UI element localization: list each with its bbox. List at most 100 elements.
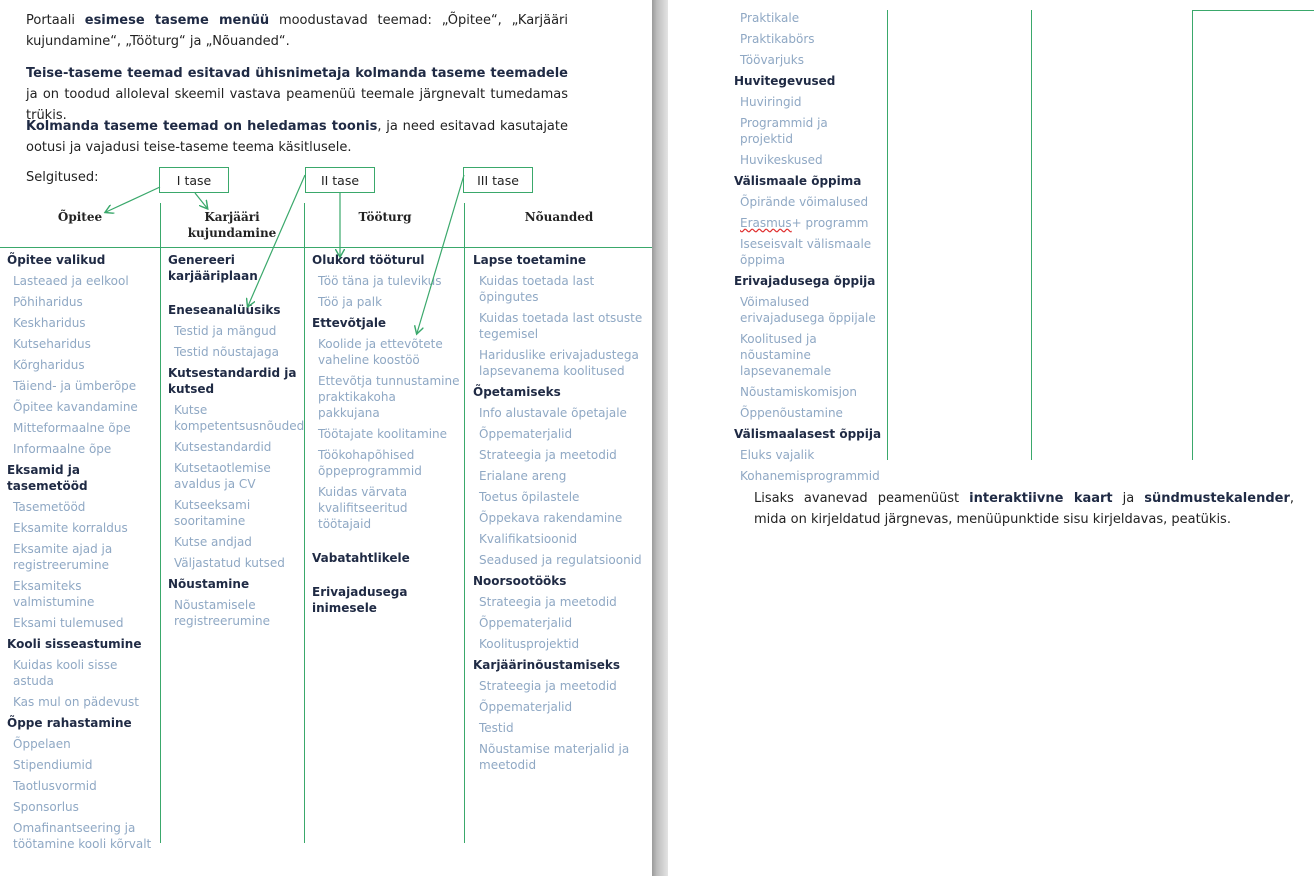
tier3-topic: Erialane areng [479, 469, 567, 483]
tier3-topic: Nõustamise materjalid ja meetodid [479, 742, 630, 772]
tier3-topic: Praktikabörs [740, 32, 815, 46]
text-span: ja on toodud alloleval skeemil vastava p… [26, 87, 568, 123]
tier3-topic: Kas mul on pädevust [13, 695, 139, 709]
tier3-topic: Õppematerjalid [479, 616, 573, 630]
tier3-topic: Võimalused erivajadusega õppijale [740, 295, 876, 325]
text-span: Lisaks avanevad peamenüüst [754, 491, 970, 506]
tier3-topic: Eluks vajalik [740, 448, 815, 462]
tier3-topic: Töötajate koolitamine [318, 427, 448, 441]
tier3-topic: Kuidas kooli sisse astuda [13, 658, 118, 688]
tier2-topic: Erivajadusega õppija [734, 274, 876, 288]
tier3-topic: Kuidas värvata kvalifitseeritud töötajai… [318, 485, 408, 531]
tier3-topic: Kutseharidus [13, 337, 91, 351]
tier3-topic: Erasmus+ programm [740, 216, 869, 230]
tier3-topic: Testid nõustajaga [174, 345, 279, 359]
legend-box-level-1: I tase [159, 167, 229, 193]
tier3-topic: Mitteformaalne õpe [13, 421, 131, 435]
legend-box-level-2: II tase [305, 167, 375, 193]
tier3-topic: Omafinantseering ja töötamine kooli kõrv… [13, 821, 152, 851]
tier3-topic: Lasteaed ja eelkool [13, 274, 129, 288]
tier2-topic: Kooli sisseastumine [7, 637, 142, 651]
table-top-border [1192, 10, 1314, 11]
tier2-topic: Ettevõtjale [312, 316, 387, 330]
column-header-karjaar: Karjääri kujundamine [187, 210, 277, 240]
header-divider [0, 247, 652, 248]
tier3-topic: Kõrgharidus [13, 358, 85, 372]
tier3-topic: Seadused ja regulatsioonid [479, 553, 642, 567]
intro-paragraph-2: Teise-taseme teemad esitavad ühisnimetaj… [26, 63, 568, 126]
tier3-topic: Nõustamisele registreerumine [174, 598, 270, 628]
tier3-topic: Keskharidus [13, 316, 86, 330]
column-header-nouanded: Nõuanded [524, 210, 594, 224]
tier3-topic: Eksamite korraldus [13, 521, 128, 535]
bold-span: sündmustekalender [1144, 491, 1290, 506]
tier3-topic: Taotlusvormid [13, 779, 97, 793]
intro-paragraph-3: Kolmanda taseme teemad on heledamas toon… [26, 116, 568, 158]
text-span: ja [1112, 491, 1145, 506]
legend-label: Selgitused: [26, 170, 99, 185]
column-header-tooturg: Tööturg [358, 210, 412, 224]
tier3-topic: Strateegia ja meetodid [479, 448, 617, 462]
tier3-topic: Kutse kompetentsusnõuded [174, 403, 305, 433]
tier2-topic: Kutsestandardid ja kutsed [168, 366, 297, 396]
text-span: Portaali [26, 13, 85, 28]
tier2-topic: Eneseanalüüsiks [168, 303, 281, 317]
tier3-topic: Õppekava rakendamine [479, 511, 623, 525]
tier3-topic: Toetus õpilastele [479, 490, 580, 504]
tier3-topic: Praktikale [740, 11, 800, 25]
tier3-topic: Kuidas toetada last õpingutes [479, 274, 595, 304]
column-divider [887, 10, 888, 460]
tier3-topic: Informaalne õpe [13, 442, 112, 456]
tier3-topic: Eksamite ajad ja registreerumine [13, 542, 113, 572]
bold-span: esimese taseme menüü [84, 13, 270, 28]
tier3-topic: Koolide ja ettevõtete vaheline koostöö [318, 337, 443, 367]
tier3-topic: Sponsorlus [13, 800, 79, 814]
tier3-topic: Kuidas toetada last otsuste tegemisel [479, 311, 643, 341]
intro-paragraph-1: Portaali esimese taseme menüü moodustava… [26, 10, 568, 52]
tier2-topic: Huvitegevused [734, 74, 836, 88]
tier3-topic: Töövarjuks [740, 53, 804, 67]
tier3-topic: Huvikeskused [740, 153, 823, 167]
text-span: , mida on kirjeldatud järgnevas, menüüpu… [754, 491, 1294, 527]
bold-span: Kolmanda taseme teemad on heledamas toon… [26, 119, 378, 134]
page-gutter [652, 0, 668, 876]
tier3-topic: Tasemetööd [13, 500, 86, 514]
tier2-topic: Erivajadusega inimesele [312, 585, 408, 615]
text-span: moodustavad teemad: „Õpitee“, „Karjääri … [26, 13, 569, 49]
tier3-topic: Kvalifikatsioonid [479, 532, 578, 546]
tier2-topic: Õpitee valikud [7, 253, 106, 267]
spellcheck-marked-word: Erasmus [740, 216, 792, 230]
tier2-topic: Nõustamine [168, 577, 250, 591]
tier3-topic: Programmid ja projektid [740, 116, 828, 146]
tier2-topic: Välismaale õppima [734, 174, 862, 188]
tier3-topic: Õppelaen [13, 737, 71, 751]
tier3-topic: Testid [479, 721, 514, 735]
column-divider [160, 203, 161, 843]
tier2-topic: Karjäärinõustamiseks [473, 658, 620, 672]
legend-box-level-3: III tase [463, 167, 533, 193]
tier3-topic: Õpitee kavandamine [13, 400, 138, 414]
tier2-topic: Eksamid ja tasemetööd [7, 463, 88, 493]
closing-paragraph: Lisaks avanevad peamenüüst interaktiivne… [754, 488, 1294, 530]
tier3-topic: Strateegia ja meetodid [479, 595, 617, 609]
tier3-topic: Kutsetaotlemise avaldus ja CV [174, 461, 271, 491]
text-span: , ja need esitavad kasutajate ootusi ja … [26, 119, 568, 155]
column-header-opitee: Õpitee [57, 210, 103, 224]
tier3-topic: Õpirände võimalused [740, 195, 869, 209]
tier3-topic: Töö ja palk [318, 295, 383, 309]
tier3-topic: Väljastatud kutsed [174, 556, 285, 570]
tier2-topic: Välismaalasest õppija [734, 427, 882, 441]
tier3-topic: Õppematerjalid [479, 427, 573, 441]
tier3-topic: Testid ja mängud [174, 324, 277, 338]
column-divider [1031, 10, 1032, 460]
tier3-topic: Eksami tulemused [13, 616, 124, 630]
bold-span: interaktiivne kaart [969, 491, 1113, 506]
tier3-topic: Töö täna ja tulevikus [318, 274, 442, 288]
tier2-topic: Lapse toetamine [473, 253, 587, 267]
tier2-topic: Genereeri karjääriplaan [168, 253, 258, 283]
document-page-left: Portaali esimese taseme menüü moodustava… [0, 0, 652, 876]
